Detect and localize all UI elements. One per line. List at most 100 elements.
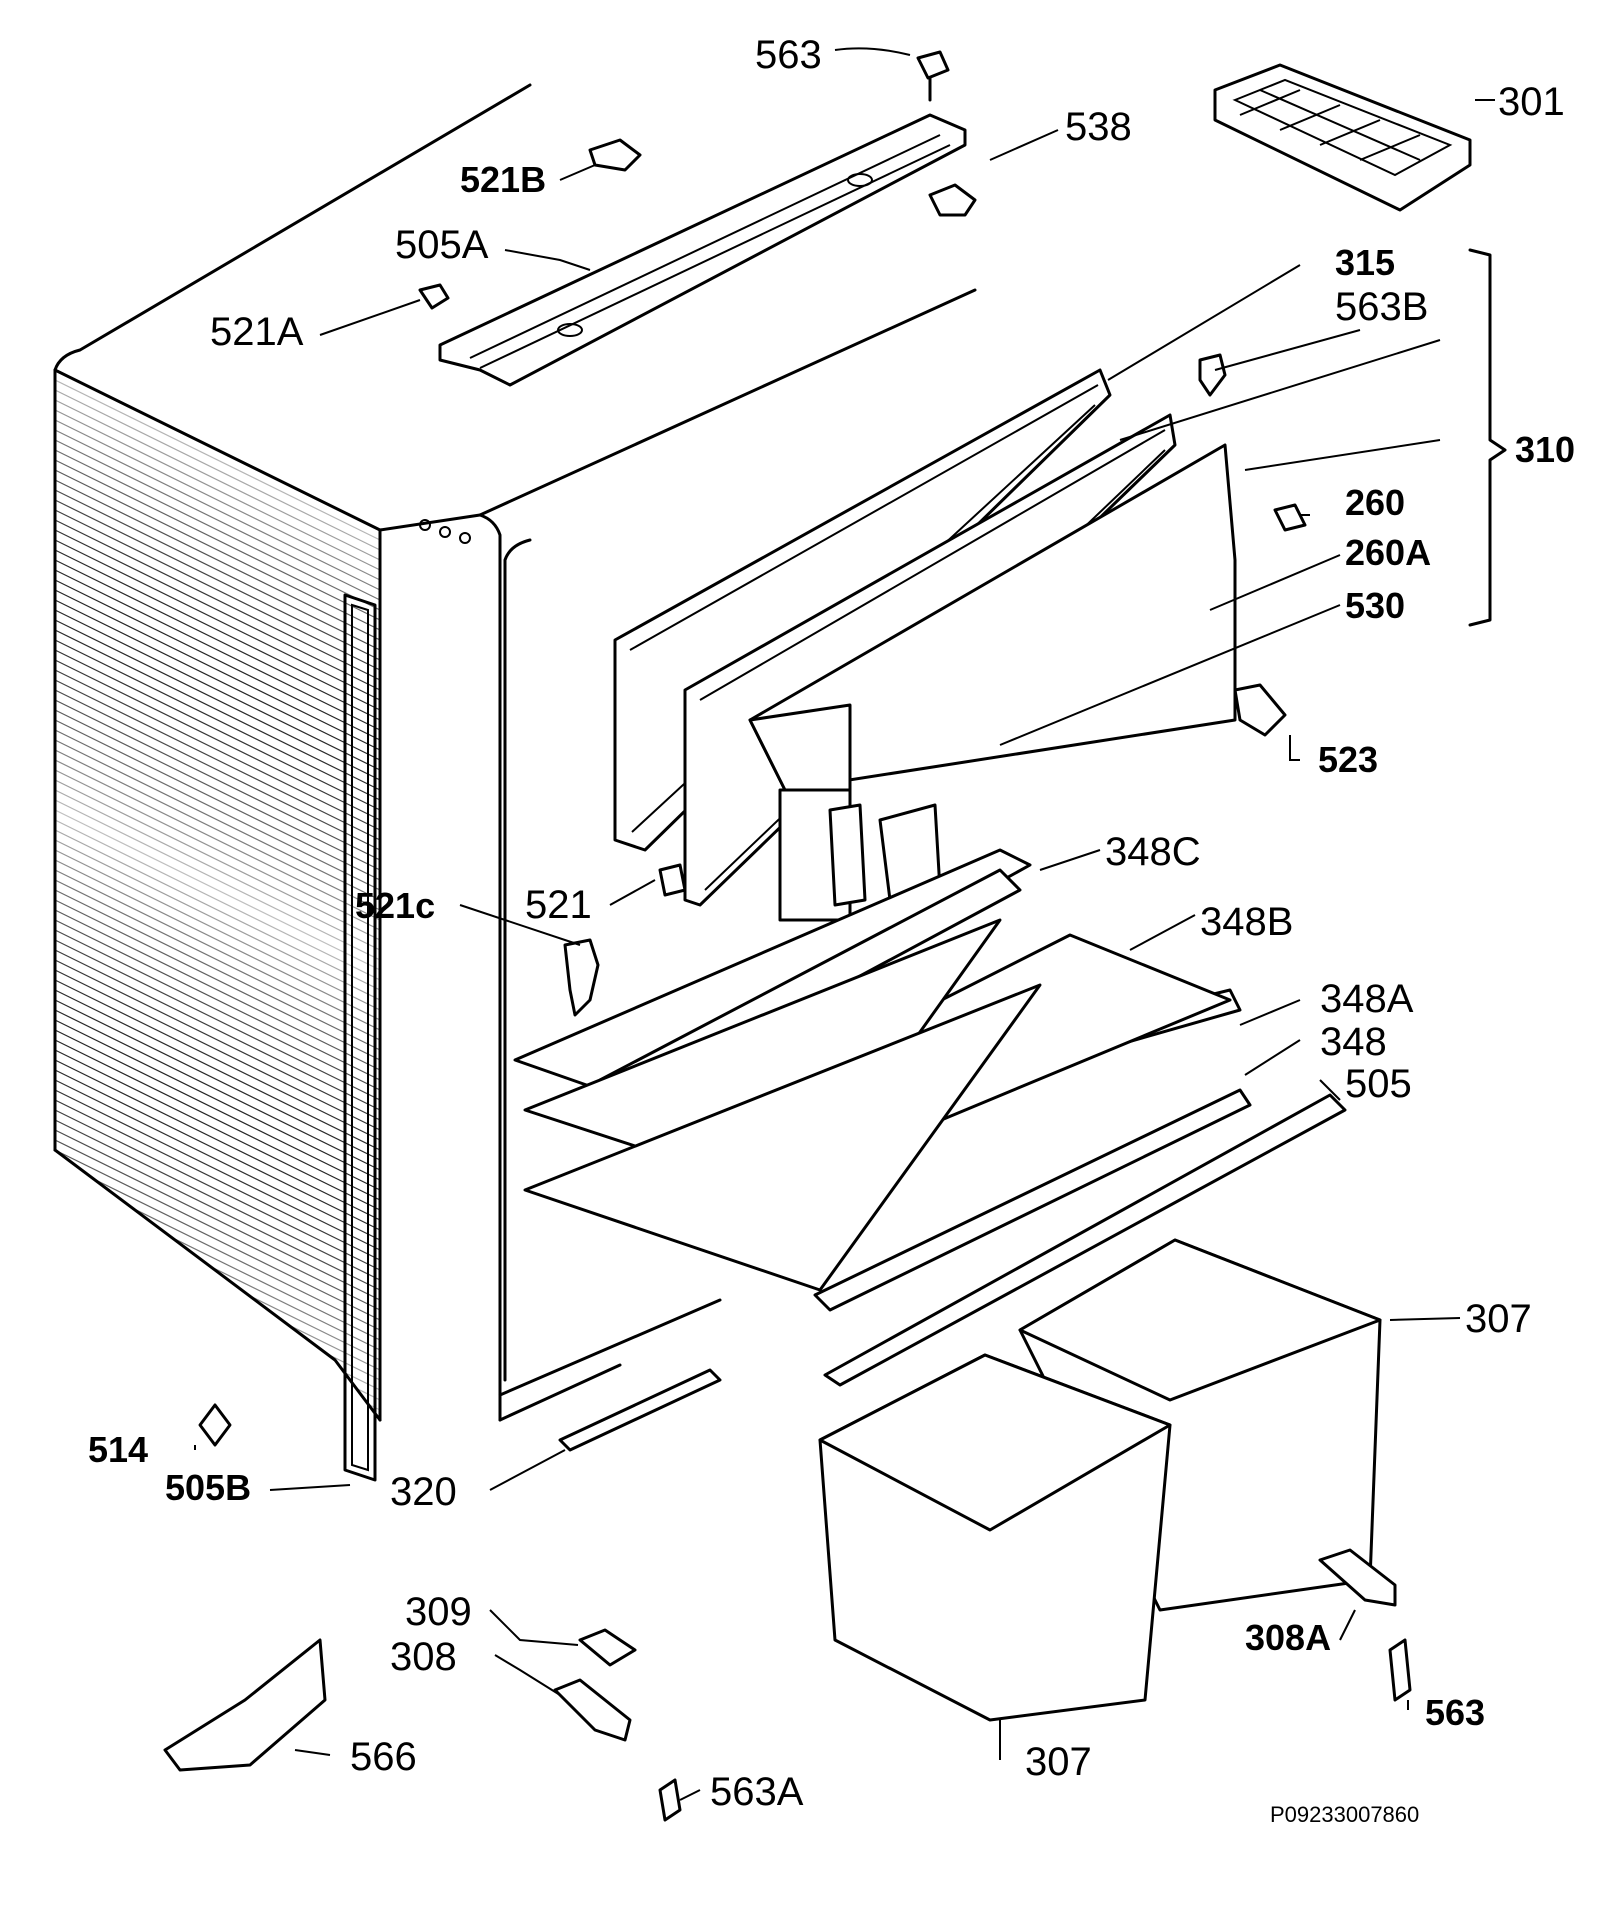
part-labels: 563 301 538 521B 505A 521A 315 563B 310 …	[88, 33, 1575, 1827]
shade-line	[55, 859, 380, 1021]
shade-line	[55, 1139, 380, 1301]
screw-563b	[1198, 353, 1227, 397]
shade-line	[55, 379, 380, 541]
label-301: 301	[1498, 80, 1565, 124]
shade-line	[55, 659, 380, 821]
screw-563-right	[1388, 1638, 1412, 1702]
screw-563a	[658, 1778, 682, 1822]
shade-line	[55, 1179, 380, 1341]
leader-lines	[194, 47, 1507, 1801]
shade-line	[55, 1009, 380, 1171]
shade-line	[55, 919, 380, 1081]
shade-line	[55, 739, 380, 901]
shade-line	[55, 519, 380, 681]
shade-line	[55, 779, 380, 941]
shade-line	[55, 729, 380, 891]
shade-line	[55, 459, 380, 621]
label-309: 309	[405, 1590, 472, 1634]
shade-line	[55, 1059, 380, 1221]
shade-line	[55, 959, 380, 1121]
label-563-right: 563	[1425, 1692, 1485, 1733]
shade-line	[55, 1149, 380, 1311]
bracket-308a	[1318, 1548, 1397, 1607]
shade-line	[55, 1169, 380, 1331]
shade-line	[55, 829, 380, 991]
shade-line	[55, 1239, 380, 1401]
block-309	[578, 1628, 637, 1667]
plug-514	[198, 1403, 232, 1447]
shade-line	[55, 589, 380, 751]
shade-line	[55, 1259, 380, 1420]
bracket-320	[558, 1368, 722, 1452]
shade-line	[55, 1099, 380, 1261]
label-260a: 260A	[1345, 532, 1431, 573]
ice-tray-301	[1213, 63, 1472, 212]
shade-line	[55, 929, 380, 1091]
shade-line	[55, 399, 380, 561]
shade-line	[55, 839, 380, 1001]
label-514: 514	[88, 1429, 148, 1470]
shade-line	[55, 1199, 380, 1361]
vegetable-bins-307	[818, 1238, 1382, 1722]
shade-line	[55, 499, 380, 661]
hinge-cover-566	[163, 1638, 327, 1772]
label-320: 320	[390, 1470, 457, 1514]
shade-line	[55, 899, 380, 1061]
shade-line	[55, 1039, 380, 1201]
label-521: 521	[525, 883, 592, 927]
shade-line	[55, 1119, 380, 1281]
shade-line	[55, 879, 380, 1041]
shade-line	[55, 1129, 380, 1291]
shade-line	[55, 629, 380, 791]
shade-line	[55, 1229, 380, 1391]
label-307-right: 307	[1465, 1297, 1532, 1341]
label-310: 310	[1515, 429, 1575, 470]
shade-line	[55, 679, 380, 841]
shade-line	[55, 569, 380, 731]
shade-line	[55, 949, 380, 1111]
shade-line	[55, 1209, 380, 1371]
shade-line	[55, 709, 380, 871]
shade-line	[55, 749, 380, 911]
shade-line	[55, 549, 380, 711]
shade-line	[55, 869, 380, 1031]
label-260: 260	[1345, 482, 1405, 523]
shade-line	[55, 769, 380, 931]
shade-line	[55, 1019, 380, 1181]
bracket-308	[553, 1678, 632, 1742]
label-505: 505	[1345, 1062, 1412, 1106]
shade-line	[55, 559, 380, 721]
label-505b: 505B	[165, 1467, 251, 1508]
label-521b: 521B	[460, 159, 546, 200]
shade-line	[55, 469, 380, 631]
shade-line	[55, 409, 380, 571]
shade-line	[55, 759, 380, 921]
label-308: 308	[390, 1635, 457, 1679]
shade-line	[55, 599, 380, 761]
shade-line	[55, 1189, 380, 1351]
shade-line	[55, 999, 380, 1161]
shade-line	[55, 479, 380, 641]
drawing-code: P09233007860	[1270, 1802, 1419, 1827]
freezer-door-assembly	[613, 368, 1237, 922]
shade-line	[55, 669, 380, 831]
shade-line	[55, 1089, 380, 1251]
shade-line	[55, 489, 380, 651]
shade-line	[55, 819, 380, 981]
screw-563-top	[916, 50, 950, 102]
label-563b: 563B	[1335, 285, 1428, 329]
shade-line	[55, 1159, 380, 1321]
label-523: 523	[1318, 739, 1378, 780]
shade-line	[55, 979, 380, 1141]
shade-line	[55, 639, 380, 801]
shade-line	[55, 1029, 380, 1191]
hinge-538	[928, 183, 977, 217]
shade-line	[55, 939, 380, 1101]
shade-line	[55, 429, 380, 591]
cap-521b	[588, 138, 642, 172]
latch-523	[1233, 683, 1287, 737]
shade-line	[55, 689, 380, 851]
shade-line	[55, 809, 380, 971]
shade-line	[55, 849, 380, 1011]
